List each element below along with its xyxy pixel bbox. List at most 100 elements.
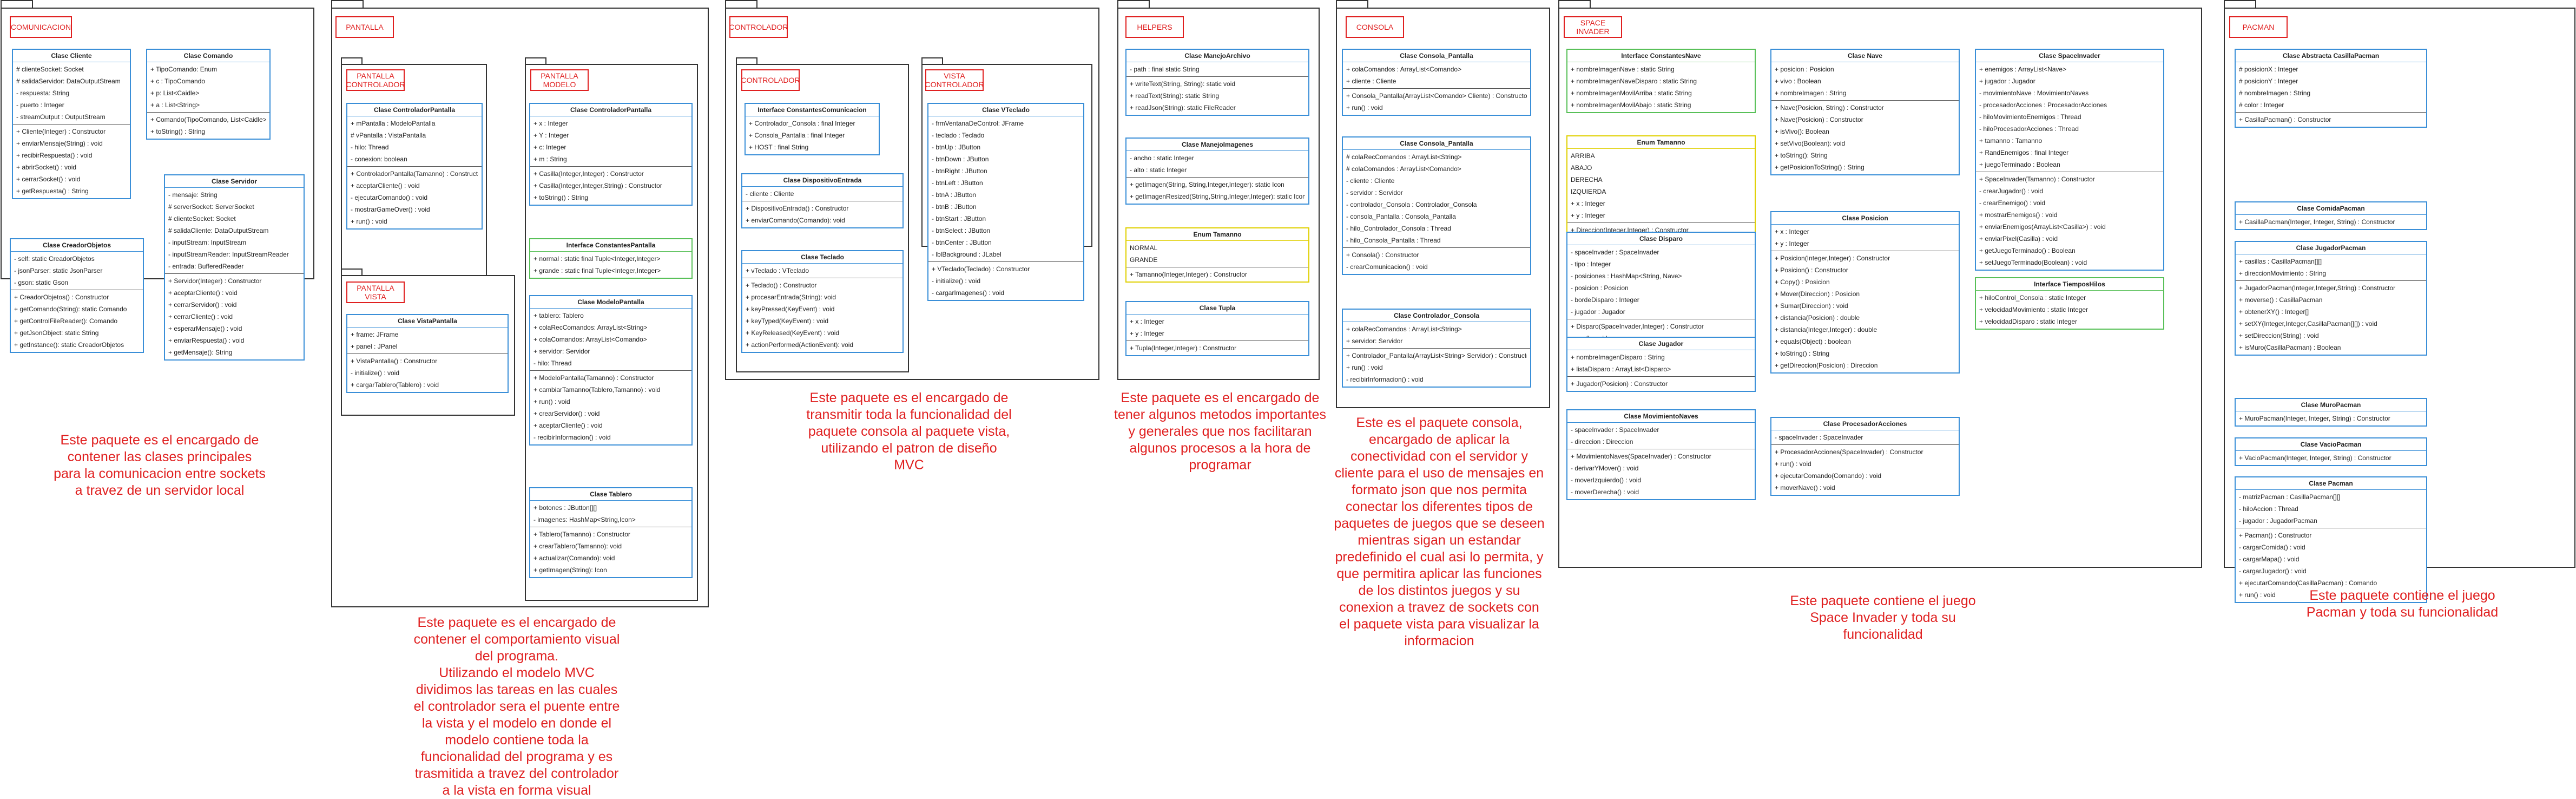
class-member: - consola_Pantalla : Consola_Pantalla xyxy=(1346,213,1456,220)
class-member: + getComando(String): static Comando xyxy=(14,305,127,313)
class-member: + Disparo(SpaceInvader,Integer) : Constr… xyxy=(1571,323,1704,330)
class-member: + CreadorObjetos() : Constructor xyxy=(14,293,109,301)
class-member: - matrizPacman : CasillaPacman[][] xyxy=(2239,493,2341,501)
class-attributes: + colaRecComandos : ArrayList<String>+ s… xyxy=(1343,322,1530,349)
class-attributes: - frmVentanaDeControl: JFrame- teclado :… xyxy=(928,116,1083,262)
class-disparo: Clase Disparo- spaceInvader : SpaceInvad… xyxy=(1566,232,1756,346)
class-jugador: Clase Jugador+ nombreImagenDisparo : Str… xyxy=(1566,337,1756,392)
class-member: - self: static CreadorObjetos xyxy=(14,255,95,263)
class-modelo-pantalla: Clase ModeloPantalla+ tablero: Tablero+ … xyxy=(529,295,693,446)
class-member: + y : Integer xyxy=(1571,212,1605,219)
class-member: + ejecutarComando(CasillaPacman) : Coman… xyxy=(2239,579,2377,587)
class-attributes: + casillas : CasillaPacman[][]+ direccio… xyxy=(2236,254,2426,281)
class-member: + actualizar(Comando): void xyxy=(533,554,615,562)
class-member: + readText(String): static String xyxy=(1130,92,1220,100)
class-vacio-pacman: Clase VacioPacman+ VacioPacman(Integer, … xyxy=(2235,437,2427,466)
class-title: Clase Nave xyxy=(1771,50,1959,62)
class-title: Enum Tamanno xyxy=(1567,136,1755,149)
class-comida-pacman: Clase ComidaPacman+ CasillaPacman(Intege… xyxy=(2235,201,2427,230)
class-title: Clase ManejoArchivo xyxy=(1126,50,1308,62)
class-jugador-pacman: Clase JugadorPacman+ casillas : CasillaP… xyxy=(2235,241,2427,356)
class-title: Clase DispositivoEntrada xyxy=(742,174,902,187)
class-member: + aceptarCliente() : void xyxy=(351,182,420,189)
class-member: + getRespuesta() : String xyxy=(16,187,89,195)
class-member: + y : Integer xyxy=(1130,330,1164,337)
class-member: - streamOutput : OutputStream xyxy=(16,113,106,121)
class-member: # vPantalla : VistaPantalla xyxy=(351,132,426,139)
class-methods: + MuroPacman(Integer, Integer, String) :… xyxy=(2236,411,2426,425)
class-member: + x : Integer xyxy=(1130,318,1164,325)
class-member: + esperarMensaje() : void xyxy=(168,325,242,332)
interface-constantes-comunicacion: Interface ConstantesComunicacion+ Contro… xyxy=(745,103,880,155)
note-line: la vista y el modelo en donde el xyxy=(421,716,612,731)
class-title: Clase CreadorObjetos xyxy=(11,239,143,252)
class-attributes: + mPantalla : ModeloPantalla# vPantalla … xyxy=(347,116,482,167)
subpackage-tab xyxy=(921,57,943,65)
class-member: + getJsonObject: static String xyxy=(14,329,99,337)
class-attributes: + tablero: Tablero+ colaRecComandos: Arr… xyxy=(530,309,691,371)
class-title: Clase Consola_Pantalla xyxy=(1343,50,1530,62)
class-member: + Teclado() : Constructor xyxy=(746,281,817,289)
class-attributes: # posicionX : Integer# posicionY : Integ… xyxy=(2236,62,2426,113)
note-line: conectar los diferentes tipos de xyxy=(1345,499,1533,514)
subpackage-tab xyxy=(341,268,363,276)
class-methods: + Tablero(Tamanno) : Constructor+ crearT… xyxy=(530,527,691,577)
class-member: - direccion : Direccion xyxy=(1571,438,1633,446)
class-member: - cliente : Cliente xyxy=(746,190,794,198)
class-methods: + hiloControl_Consola : static Integer+ … xyxy=(1976,291,2163,329)
class-member: + normal : static final Tuple<Integer,In… xyxy=(533,255,661,263)
class-member: - respuesta: String xyxy=(16,89,70,97)
class-title: Clase SpaceInvader xyxy=(1976,50,2163,62)
class-member: + nombreImagen : String xyxy=(1775,89,1847,97)
class-member: + writeText(String, String): static void xyxy=(1130,80,1236,88)
package-tab xyxy=(2224,0,2256,9)
package-label: PANTALLA xyxy=(335,16,394,38)
class-member: - cargarJugador() : void xyxy=(2239,567,2307,575)
class-member: + Nave(Posicion) : Constructor xyxy=(1775,116,1863,123)
class-consola-pantalla: Clase Consola_Pantalla+ colaComandos : A… xyxy=(1342,49,1531,116)
class-member: + moverse() : CasillaPacman xyxy=(2239,296,2323,304)
class-member: + KeyReleased(KeyEvent) : void xyxy=(746,329,840,337)
note-line: predefinido el cual asi lo permita, y xyxy=(1335,549,1544,565)
class-attributes: - mensaje: String# serverSocket: ServerS… xyxy=(165,188,304,274)
class-methods: + ProcesadorAcciones(SpaceInvader) : Con… xyxy=(1771,445,1959,495)
class-methods: + Consola() : Constructor- crearComunica… xyxy=(1343,248,1530,274)
class-member: - cargarImagenes() : void xyxy=(932,289,1005,297)
class-member: + SpaceInvader(Tamanno) : Constructor xyxy=(1979,175,2095,183)
class-member: + x : Integer xyxy=(1571,200,1605,207)
class-member: + enemigos : ArrayList<Nave> xyxy=(1979,66,2067,73)
class-member: # colaComandos : ArrayList<Comando> xyxy=(1346,165,1461,173)
class-member: # salidaServidor: DataOutputStream xyxy=(16,77,121,85)
class-title: Clase Comando xyxy=(147,50,269,62)
note-line: algunos procesos a la hora de xyxy=(1129,441,1311,456)
class-member: + getInstance(): static CreadorObjetos xyxy=(14,341,124,349)
package-tab xyxy=(725,0,757,9)
note-line: que permitira aplicar las funciones xyxy=(1336,566,1542,581)
note-line: conexion a travez de sockets con xyxy=(1339,600,1539,615)
class-member: - btnLeft : JButton xyxy=(932,179,983,187)
class-member: + colaRecComandos: ArrayList<String> xyxy=(533,324,648,331)
note-line: y generales que nos facilitaran xyxy=(1128,424,1312,439)
class-member: + Sumar(Direccion) : void xyxy=(1775,302,1848,310)
class-member: + direccionMovimiento : String xyxy=(2239,270,2327,277)
class-member: + RandEnemigos : final Integer xyxy=(1979,149,2069,156)
class-comando: Clase Comando+ TipoComando: Enum+ c : Ti… xyxy=(146,49,271,140)
class-member: + getJuegoTerminado() : Boolean xyxy=(1979,247,2076,254)
class-member: - crearJugador() : void xyxy=(1979,187,2044,195)
note-line: funcionalidad del programa y es xyxy=(420,749,613,764)
class-title: Clase ManejoImagenes xyxy=(1126,139,1308,151)
class-member: - btnUp : JButton xyxy=(932,143,981,151)
class-title: Clase MuroPacman xyxy=(2236,399,2426,411)
package-tab xyxy=(1336,0,1368,9)
note-line: el paquete vista para visualizar la xyxy=(1339,617,1539,632)
note-line: modelo contiene toda la xyxy=(445,732,589,748)
package-tab xyxy=(331,0,364,9)
class-member: ABAJO xyxy=(1571,164,1592,172)
class-member: - alto : static Integer xyxy=(1130,166,1187,174)
package-note-consola: Este es el paquete consola,encargado de … xyxy=(1309,415,1569,650)
class-methods: + JugadorPacman(Integer,Integer,String) … xyxy=(2236,281,2426,355)
class-title: Clase Consola_Pantalla xyxy=(1343,137,1530,150)
class-member: + moverNave() : void xyxy=(1775,484,1835,492)
